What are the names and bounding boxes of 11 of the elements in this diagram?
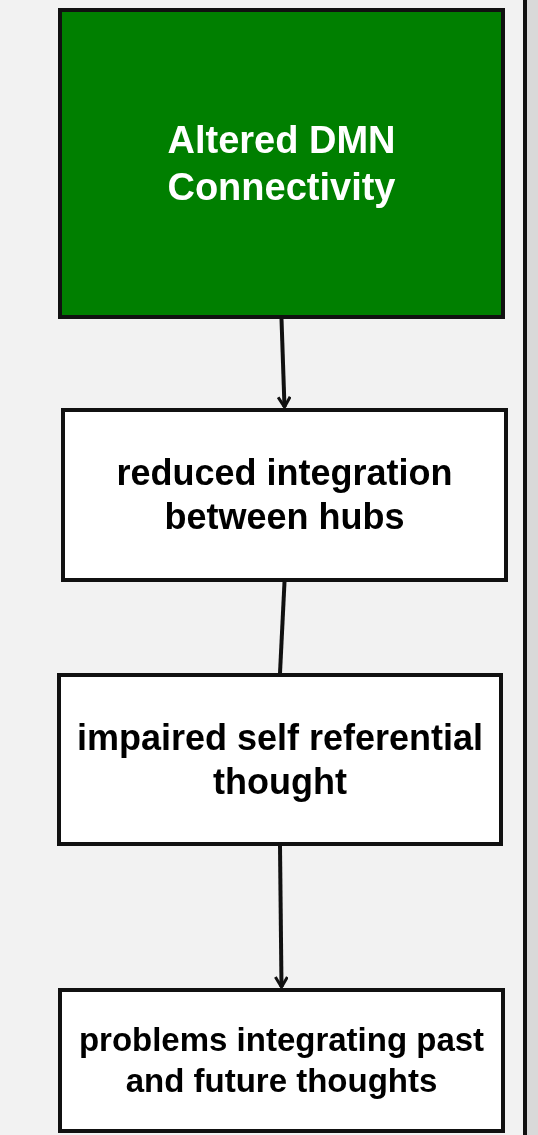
connector-line	[278, 581, 287, 674]
arrow	[276, 318, 292, 409]
box-label: reduced integration between hubs	[115, 451, 454, 539]
process-box	[57, 673, 503, 846]
process-box	[58, 988, 505, 1133]
process-box	[61, 408, 508, 582]
box-label: problems integrating past and future thoughts	[77, 1020, 486, 1101]
box-label: Altered DMN Connectivity	[166, 118, 397, 210]
box-label: impaired self referential thought	[75, 715, 485, 804]
arrow	[273, 845, 289, 989]
highlighted-box	[58, 8, 505, 319]
